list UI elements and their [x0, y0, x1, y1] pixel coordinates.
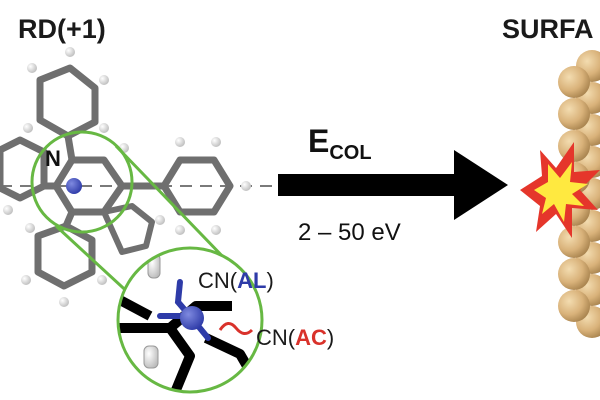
energy-range-label: 2 – 50 eV [298, 219, 401, 246]
zoom-line-lower [54, 224, 136, 300]
molecule-title: RD(+1) [18, 14, 106, 44]
right-ring [101, 203, 155, 255]
left-ring [0, 136, 48, 202]
nitrogen-label: N [45, 146, 61, 171]
zoom-inset [116, 246, 264, 394]
surface-title: SURFA [502, 14, 594, 44]
collision-arrow [278, 150, 508, 220]
nitrogen-atom [66, 178, 82, 194]
zoom-line-upper [114, 144, 230, 264]
hydrogen-atoms [3, 47, 251, 307]
top-ring [36, 64, 99, 140]
collision-energy-label: ECOL [308, 123, 372, 164]
highlight-circle [30, 130, 134, 234]
impact-burst-icon [520, 142, 600, 238]
cn-ac-label: CN(AC) [256, 325, 334, 350]
cn-al-label: CN(AL) [198, 268, 274, 293]
lower-ring [34, 222, 96, 290]
surface-atoms [558, 50, 600, 338]
ac-highlight: AC [295, 325, 327, 350]
ac-pointer [218, 322, 254, 335]
al-highlight: AL [237, 268, 266, 293]
